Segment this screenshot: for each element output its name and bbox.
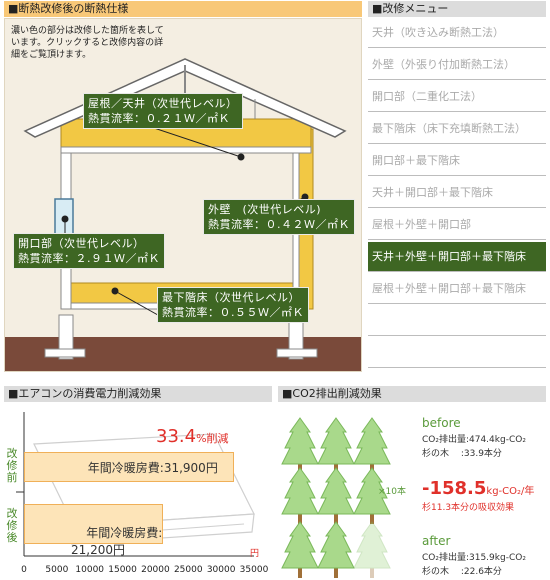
cedar-tree-icon	[281, 467, 319, 524]
floor-pointer	[111, 287, 119, 295]
menu-item-4[interactable]: 最下階床（床下充填断熱工法）	[368, 114, 546, 144]
callout-floor-name: 最下階床（次世代レベル）	[162, 291, 300, 304]
co2-reduction-note: 杉11.3本分の吸収効果	[422, 503, 515, 513]
callout-opening-value: 熱貫流率：２.９１Ｗ／㎡Ｋ	[18, 252, 160, 265]
co2-panel: before CO₂排出量:474.4kg-CO₂ 杉の木 :33.9本分 -1…	[278, 404, 546, 580]
menu-section-header: ■改修メニュー	[368, 1, 546, 17]
foundation-left	[58, 314, 74, 360]
roof	[23, 58, 347, 138]
before-emission: CO₂排出量:474.4kg-CO₂	[422, 435, 526, 445]
x-tick-label: 20000	[141, 565, 170, 575]
bar-before: 年間冷暖房費:31,900円	[24, 452, 234, 482]
x-axis-unit: 円	[250, 549, 260, 559]
renovation-menu: 天井（吹き込み断熱工法） 外壁（外張り付加断熱工法） 開口部（二重化工法） 最下…	[368, 18, 546, 372]
x-tick-label: 5000	[45, 565, 68, 575]
callout-wall-value: 熱貫流率：０.４２Ｗ／㎡Ｋ	[208, 218, 350, 231]
callout-wall-name: 外壁 (次世代レベル)	[208, 203, 322, 216]
x-tick-label: 30000	[207, 565, 236, 575]
callout-wall[interactable]: 外壁 (次世代レベル) 熱貫流率：０.４２Ｗ／㎡Ｋ	[203, 199, 355, 235]
cedar-tree-icon	[317, 467, 355, 524]
aircon-section-header: ■エアコンの消費電力削減効果	[4, 386, 272, 402]
callout-floor[interactable]: 最下階床（次世代レベル） 熱貫流率：０.５５Ｗ／㎡Ｋ	[157, 287, 309, 323]
callout-floor-value: 熱貫流率：０.５５Ｗ／㎡Ｋ	[162, 306, 304, 319]
menu-item-3[interactable]: 開口部（二重化工法）	[368, 82, 546, 112]
bar-after: 年間冷暖房費: 21,200円	[24, 504, 164, 557]
menu-item-5[interactable]: 開口部＋最下階床	[368, 146, 546, 176]
menu-item-7[interactable]: 屋根＋外壁＋開口部	[368, 210, 546, 240]
menu-item-8-active[interactable]: 天井＋外壁＋開口部＋最下階床	[368, 242, 546, 272]
x-tick-label: 25000	[174, 565, 203, 575]
co2-section-header: ■CO2排出削減効果	[278, 386, 546, 402]
cedar-tree-icon	[317, 417, 355, 474]
before-trees: 杉の木 :33.9本分	[422, 449, 502, 459]
wall-pointer	[301, 193, 309, 201]
opening-pointer	[61, 215, 69, 223]
after-side-label: 改修後	[6, 507, 18, 544]
menu-item-11[interactable]	[368, 338, 546, 368]
x-tick-label: 10000	[75, 565, 104, 575]
house-cross-section-illustration	[5, 58, 361, 371]
callout-roof-value: 熱貫流率：０.２１Ｗ／㎡Ｋ	[88, 112, 230, 125]
x-tick-label: 15000	[108, 565, 137, 575]
menu-item-1[interactable]: 天井（吹き込み断熱工法）	[368, 18, 546, 48]
cedar-tree-icon	[317, 521, 355, 578]
after-trees: 杉の木 :22.6本分	[422, 567, 502, 577]
house-diagram: 濃い色の部分は改修した箇所を表しています。クリックすると改修内容の詳細をご覧頂け…	[4, 18, 362, 372]
cedar-tree-icon	[281, 417, 319, 474]
before-title: before	[422, 416, 461, 430]
x-tick-label: 0	[21, 565, 27, 575]
tree-multiplier: ×10本	[378, 487, 406, 497]
menu-item-9[interactable]: 屋根＋外壁＋開口部＋最下階床	[368, 274, 546, 304]
bar-after-label: 年間冷暖房費: 21,200円	[71, 526, 163, 557]
reduction-percent: 33.4%削減	[156, 426, 229, 447]
tree-illustration	[281, 417, 391, 578]
roof-pointer	[237, 153, 245, 161]
co2-reduction: -158.5kg-CO₂/年	[422, 478, 535, 499]
x-axis-ticks: 0 5000 10000 15000 20000 25000 30000 35000	[21, 565, 268, 575]
menu-item-2[interactable]: 外壁（外張り付加断熱工法）	[368, 50, 546, 80]
after-emission: CO₂排出量:315.9kg-CO₂	[422, 553, 526, 563]
house-note: 濃い色の部分は改修した箇所を表しています。クリックすると改修内容の詳細をご覧頂け…	[11, 26, 164, 60]
cedar-tree-icon	[353, 467, 391, 524]
cedar-tree-icon	[353, 417, 391, 474]
before-side-label: 改修前	[6, 447, 18, 484]
house-section-header: ■断熱改修後の断熱仕様	[4, 1, 362, 17]
x-tick-label: 35000	[240, 565, 269, 575]
menu-item-10[interactable]	[368, 306, 546, 336]
callout-opening[interactable]: 開口部（次世代レベル） 熱貫流率：２.９１Ｗ／㎡Ｋ	[13, 233, 165, 269]
cedar-tree-icon	[353, 521, 391, 578]
after-title: after	[422, 534, 451, 548]
callout-roof-name: 屋根／天井（次世代レベル）	[88, 97, 238, 110]
cedar-tree-icon	[281, 521, 319, 578]
bar-before-label: 年間冷暖房費:31,900円	[87, 461, 218, 475]
aircon-chart-svg: 0 5000 10000 15000 20000 25000 30000 35000	[16, 412, 269, 575]
menu-item-6[interactable]: 天井＋開口部＋最下階床	[368, 178, 546, 208]
callout-roof[interactable]: 屋根／天井（次世代レベル） 熱貫流率：０.２１Ｗ／㎡Ｋ	[83, 93, 243, 129]
callout-opening-name: 開口部（次世代レベル）	[18, 237, 145, 250]
